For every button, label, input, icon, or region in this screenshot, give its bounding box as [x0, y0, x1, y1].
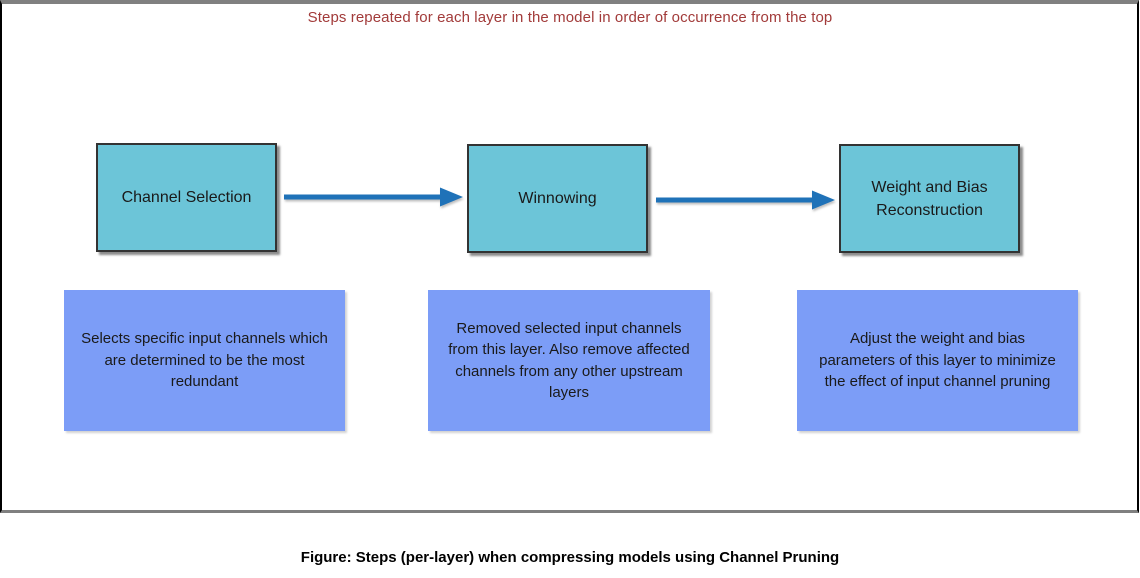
diagram-title: Steps repeated for each layer in the mod… [307, 9, 833, 26]
description-text: Removed selected input channels from thi… [448, 319, 690, 402]
description-text: Adjust the weight and bias parameters of… [819, 330, 1056, 391]
description-box-winnowing: Removed selected input channels from thi… [428, 290, 710, 431]
step-box-channel-selection: Channel Selection [96, 143, 277, 252]
flow-arrow-2 [654, 188, 836, 212]
arrow-right-icon [656, 190, 835, 210]
arrow-right-icon [284, 187, 463, 207]
step-label: Winnowing [518, 190, 597, 207]
step-box-winnowing: Winnowing [467, 144, 648, 253]
figure-caption: Figure: Steps (per-layer) when compressi… [300, 549, 840, 566]
step-box-weight-bias-reconstruction: Weight and Bias Reconstruction [839, 144, 1020, 253]
step-label: Weight and Bias Reconstruction [871, 178, 988, 219]
diagram-frame [0, 0, 1139, 513]
description-box-channel-selection: Selects specific input channels which ar… [64, 290, 345, 431]
description-text: Selects specific input channels which ar… [81, 330, 328, 391]
step-label: Channel Selection [121, 189, 252, 206]
flow-arrow-1 [282, 185, 464, 209]
description-box-weight-bias-reconstruction: Adjust the weight and bias parameters of… [797, 290, 1078, 431]
